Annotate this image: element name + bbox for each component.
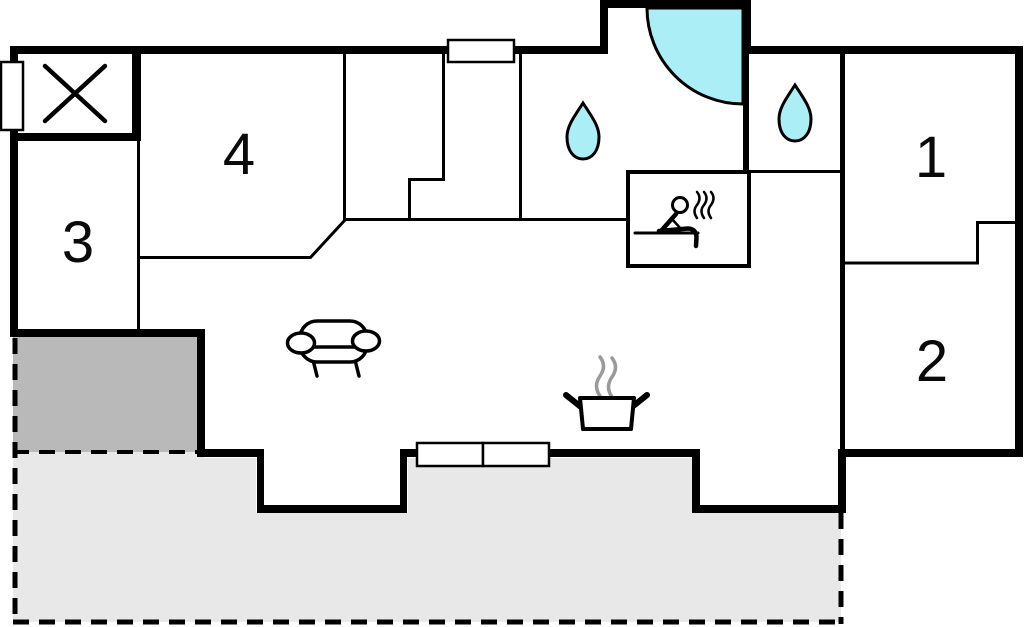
pot-steam-line-2 bbox=[606, 356, 618, 399]
wall-porch-east bbox=[400, 449, 407, 513]
sofa-icon bbox=[285, 319, 382, 378]
pot-handle-left bbox=[563, 392, 584, 410]
sauna-steam-line-3 bbox=[707, 190, 715, 220]
window-icon-bottom-2 bbox=[481, 441, 551, 468]
wall-living-bay-bottom bbox=[692, 505, 846, 513]
wall-hall-rooms-divider bbox=[840, 54, 845, 449]
sauna-room-box bbox=[626, 170, 751, 268]
wall-porch-west bbox=[257, 449, 264, 513]
wall-xbox-bottom bbox=[10, 133, 141, 141]
wall-entrance-left bbox=[600, 0, 608, 54]
wall-room2-bottom bbox=[838, 449, 1023, 457]
room-4-label: 4 bbox=[223, 122, 255, 187]
wall-top-west bbox=[10, 46, 608, 54]
wall-right bbox=[1015, 46, 1023, 457]
wall-top-east bbox=[743, 46, 1023, 54]
terrace-area bbox=[13, 452, 841, 622]
wall-bottom-segment bbox=[197, 449, 264, 457]
wall-living-bay-west bbox=[692, 450, 700, 513]
water-drop-icon-bathroom bbox=[565, 100, 601, 161]
wall-entrance-right bbox=[743, 0, 751, 54]
water-drop-icon-wc bbox=[777, 82, 813, 143]
wall-left bbox=[10, 46, 18, 337]
sauna-icon bbox=[633, 190, 715, 249]
porch-bay bbox=[256, 450, 408, 512]
sauna-person-head bbox=[671, 196, 689, 214]
wall-porch-bottom bbox=[257, 505, 407, 513]
sauna-person-arm bbox=[670, 217, 683, 231]
room-1-label: 1 bbox=[915, 125, 947, 190]
sauna-person-body bbox=[656, 211, 699, 249]
sofa-armrest-left bbox=[285, 331, 317, 355]
wall-xbox-right bbox=[132, 46, 141, 141]
living-bay bbox=[692, 450, 846, 512]
pot-body bbox=[578, 396, 636, 431]
x-cross-line-2 bbox=[42, 63, 108, 124]
wall-living-west bbox=[197, 329, 205, 457]
window-icon-left bbox=[0, 60, 25, 132]
wall-bathroom-wc-divider bbox=[743, 54, 749, 172]
covered-terrace-area bbox=[13, 337, 200, 452]
room-2-label: 2 bbox=[916, 329, 948, 394]
sofa-armrest-right bbox=[350, 329, 382, 353]
interior-walls bbox=[137, 50, 1017, 333]
wall-hall-rooms-divider-lower bbox=[838, 449, 846, 513]
room-3-label: 3 bbox=[62, 210, 94, 275]
window-icon-bottom-1 bbox=[415, 441, 485, 468]
wall-entrance-top bbox=[600, 0, 751, 8]
window-icon-top bbox=[446, 38, 516, 64]
cooking-pot-icon bbox=[563, 355, 650, 431]
sauna-steam-line-2 bbox=[700, 190, 708, 220]
sauna-steam-line-1 bbox=[693, 190, 701, 220]
wall-room4-diagonal bbox=[308, 218, 347, 260]
pot-steam-line-1 bbox=[594, 355, 606, 398]
corner-shower-icon bbox=[645, 6, 745, 106]
house-body-upper bbox=[10, 46, 1023, 337]
crossed-area-icon bbox=[42, 63, 108, 124]
wall-bottom-left bbox=[10, 329, 205, 337]
exterior-walls bbox=[10, 0, 1023, 513]
